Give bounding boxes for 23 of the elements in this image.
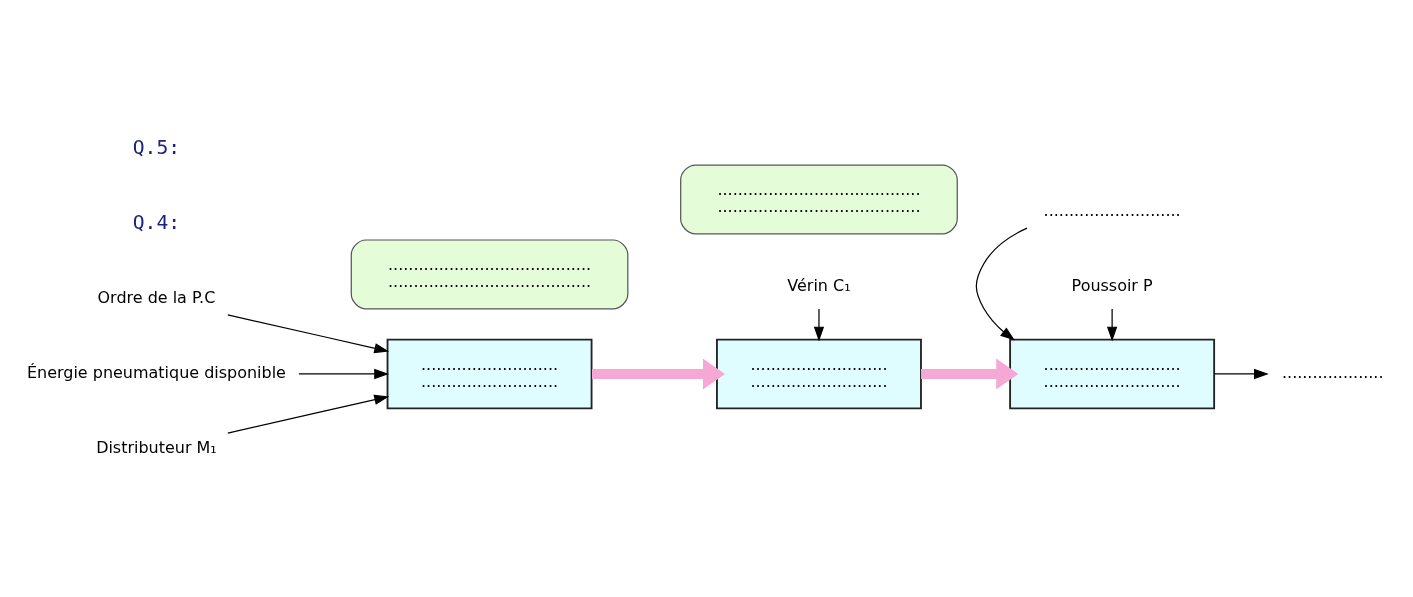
node-text: Énergie pneumatique disponible bbox=[26, 362, 286, 382]
node-text: Distributeur M₁ bbox=[96, 437, 217, 457]
arrow bbox=[1106, 307, 1118, 341]
node-box: ........................... ........................... bbox=[386, 338, 593, 409]
node-text: Poussoir P bbox=[1071, 275, 1153, 295]
arrow bbox=[921, 358, 1019, 389]
node-box: ........................................ ........................................ bbox=[680, 163, 958, 234]
label: Q.5: bbox=[132, 135, 181, 159]
node-box: ........................... ........................... bbox=[1009, 338, 1216, 409]
node-box: ........................................ ........................................ bbox=[350, 238, 629, 309]
arrow bbox=[1213, 368, 1269, 379]
node-text: Vérin C₁ bbox=[787, 275, 851, 295]
arrow bbox=[298, 368, 389, 379]
arrow bbox=[813, 307, 825, 341]
node-text: ........................... bbox=[1043, 200, 1181, 220]
arrow bbox=[227, 394, 390, 434]
arrow bbox=[592, 358, 725, 389]
node-text: Ordre de la P.C bbox=[97, 287, 216, 307]
arrow bbox=[975, 227, 1028, 341]
arrow bbox=[227, 313, 390, 353]
node-text: .................... bbox=[1281, 362, 1384, 382]
label: Q.4: bbox=[132, 210, 181, 234]
node-box: ........................... ........................... bbox=[716, 338, 922, 409]
